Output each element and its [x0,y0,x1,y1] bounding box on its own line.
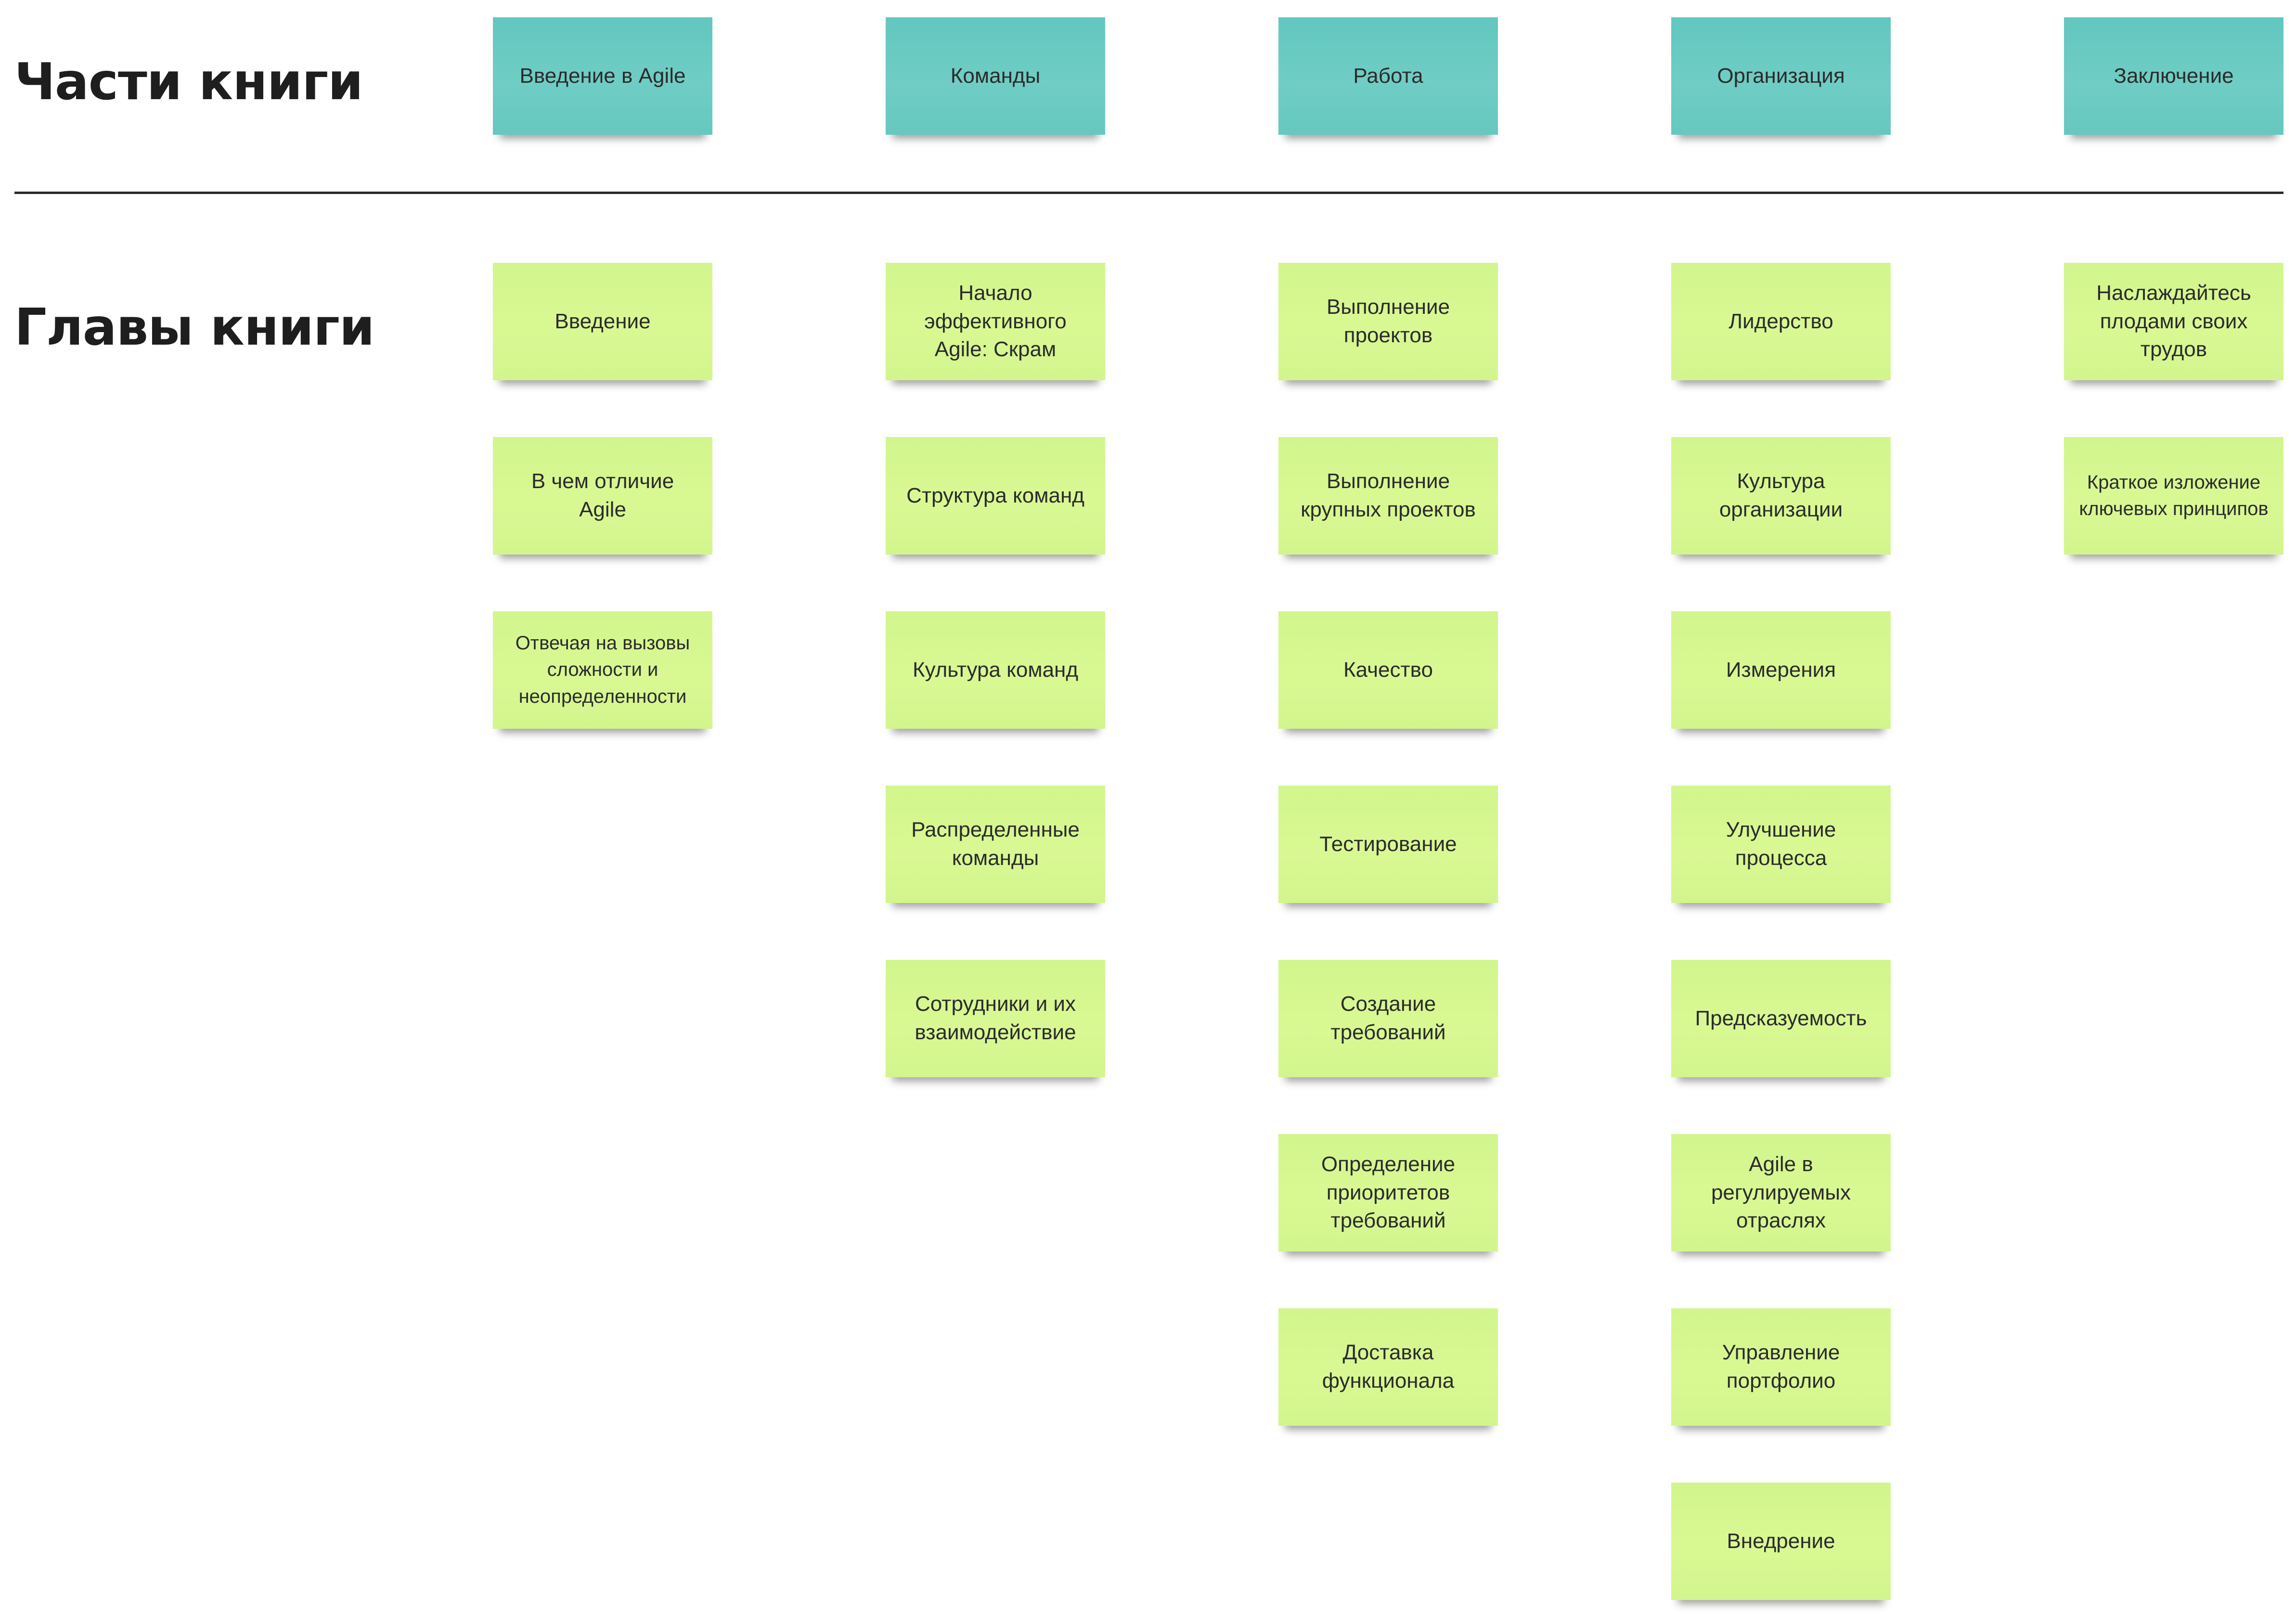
chapter-sticky[interactable]: Внедрение [1671,1483,1891,1600]
chapter-sticky[interactable]: Качество [1278,611,1498,729]
chapter-sticky[interactable]: Наслаждайтесь плодами своих трудов [2064,263,2283,380]
row-divider [14,192,2283,194]
chapter-sticky[interactable]: Управление портфолио [1671,1308,1891,1426]
sticky-text: Тестирование [1319,832,1457,856]
sticky-text: В чем отличие Agile [531,469,674,521]
sticky-text: Команды [950,64,1041,88]
chapter-sticky[interactable]: Культура команд [886,611,1105,729]
chapter-sticky[interactable]: Распределенные команды [886,786,1105,903]
sticky-text: Лидерство [1728,309,1833,333]
row-label-chapters: Главы книги [14,298,374,357]
sticky-text: Agile в регулируемых отраслях [1711,1152,1851,1233]
part-sticky[interactable]: Введение в Agile [493,17,712,135]
sticky-text: Заключение [2114,64,2234,88]
sticky-text: Работа [1353,64,1423,88]
chapter-sticky[interactable]: Тестирование [1278,786,1498,903]
chapter-sticky[interactable]: Доставка функционала [1278,1308,1498,1426]
chapter-sticky[interactable]: Начало эффективного Agile: Скрам [886,263,1105,380]
sticky-text: Создание требований [1330,992,1446,1044]
chapter-sticky[interactable]: Agile в регулируемых отраслях [1671,1134,1891,1252]
sticky-text: Структура команд [906,483,1084,507]
chapter-sticky[interactable]: Выполнение проектов [1278,263,1498,380]
sticky-text: Отвечая на вызовы сложности и неопределе… [515,633,690,707]
sticky-text: Определение приоритетов требований [1321,1152,1456,1233]
part-sticky[interactable]: Команды [886,17,1105,135]
chapter-sticky[interactable]: Выполнение крупных проектов [1278,437,1498,555]
sticky-text: Предсказуемость [1695,1006,1867,1030]
chapter-sticky[interactable]: Создание требований [1278,960,1498,1077]
part-sticky[interactable]: Работа [1278,17,1498,135]
sticky-text: Измерения [1726,658,1836,682]
row-label-parts: Части книги [14,52,363,111]
sticky-text: Доставка функционала [1322,1341,1455,1393]
chapter-sticky[interactable]: Структура команд [886,437,1105,555]
sticky-text: Управление портфолио [1722,1341,1840,1393]
part-sticky[interactable]: Организация [1671,17,1891,135]
chapter-sticky[interactable]: Введение [493,263,712,380]
chapter-sticky[interactable]: В чем отличие Agile [493,437,712,555]
sticky-text: Культура организации [1719,469,1843,521]
sticky-text: Распределенные команды [911,818,1080,870]
sticky-text: Введение [555,309,651,333]
chapter-sticky[interactable]: Предсказуемость [1671,960,1891,1077]
sticky-text: Наслаждайтесь плодами своих трудов [2096,281,2251,362]
chapter-sticky[interactable]: Лидерство [1671,263,1891,380]
part-sticky[interactable]: Заключение [2064,17,2283,135]
sticky-text: Культура команд [912,658,1079,682]
sticky-text: Краткое изложение ключевых принципов [2079,471,2269,519]
chapter-sticky[interactable]: Сотрудники и их взаимодействие [886,960,1105,1077]
chapter-sticky[interactable]: Измерения [1671,611,1891,729]
chapter-sticky[interactable]: Отвечая на вызовы сложности и неопределе… [493,611,712,729]
sticky-text: Выполнение крупных проектов [1301,469,1476,521]
sticky-text: Улучшение процесса [1726,818,1836,870]
sticky-text: Внедрение [1727,1529,1835,1553]
chapter-sticky[interactable]: Определение приоритетов требований [1278,1134,1498,1252]
chapter-sticky[interactable]: Культура организации [1671,437,1891,555]
sticky-text: Начало эффективного Agile: Скрам [924,281,1067,362]
sticky-text: Сотрудники и их взаимодействие [915,992,1076,1044]
chapter-sticky[interactable]: Краткое изложение ключевых принципов [2064,437,2283,555]
sticky-text: Качество [1343,658,1433,682]
sticky-text: Введение в Agile [519,64,686,88]
sticky-text: Организация [1717,64,1845,88]
chapter-sticky[interactable]: Улучшение процесса [1671,786,1891,903]
sticky-text: Выполнение проектов [1326,295,1450,347]
